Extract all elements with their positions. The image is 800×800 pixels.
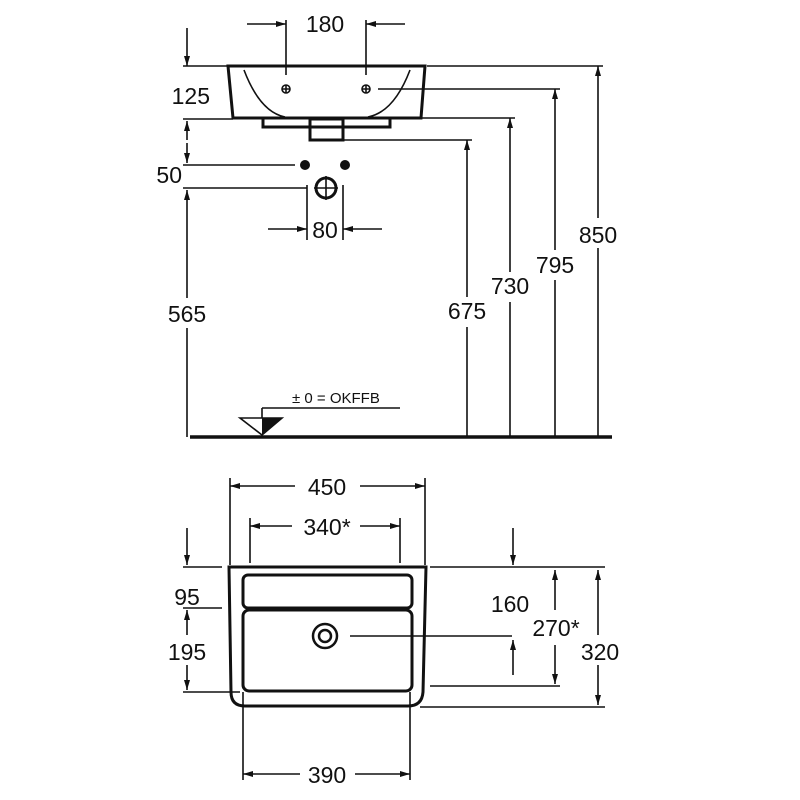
dim-supply-spacing: 80 — [312, 217, 338, 243]
tap-hole-icon — [361, 84, 371, 94]
bowl — [241, 608, 414, 693]
bowl-curve — [243, 69, 411, 118]
floor-level-label: ± 0 = OKFFB — [292, 390, 380, 407]
top-view: 450 340* 95 195 160 270* 320 390 — [168, 474, 619, 788]
dim-total-depth: 320 — [581, 639, 619, 665]
dim-total-height: 850 — [579, 222, 617, 248]
supply-valve — [340, 160, 350, 170]
dim-supply-offset: 50 — [156, 162, 182, 188]
dim-back-depth: 95 — [174, 584, 200, 610]
back-shelf — [241, 573, 414, 610]
dim-bottom-width: 390 — [308, 762, 346, 788]
dim-waste-height: 565 — [168, 301, 206, 327]
tap-hole-icon — [281, 84, 291, 94]
dim-bowl-depth-front: 195 — [168, 639, 206, 665]
supply-valve — [300, 160, 310, 170]
dim-bowl-depth: 270* — [532, 615, 579, 641]
dim-tap-height: 795 — [536, 252, 574, 278]
front-view: 180 125 50 565 80 850 795 730 675 — [156, 11, 624, 439]
dim-trap-height: 675 — [448, 298, 486, 324]
drain-pipe-icon — [314, 176, 338, 200]
drain-icon — [311, 622, 339, 650]
dim-drain-depth: 160 — [491, 591, 529, 617]
dim-width: 450 — [308, 474, 346, 500]
basin-underside — [261, 119, 392, 129]
dim-tap-spacing: 180 — [306, 11, 344, 37]
dim-basin-height: 125 — [172, 83, 210, 109]
dim-bowl-width: 340* — [303, 514, 350, 540]
waste-outlet — [308, 117, 345, 142]
dim-rim-bottom: 730 — [491, 273, 529, 299]
basin-body — [226, 64, 427, 120]
basin-outline — [227, 565, 428, 708]
